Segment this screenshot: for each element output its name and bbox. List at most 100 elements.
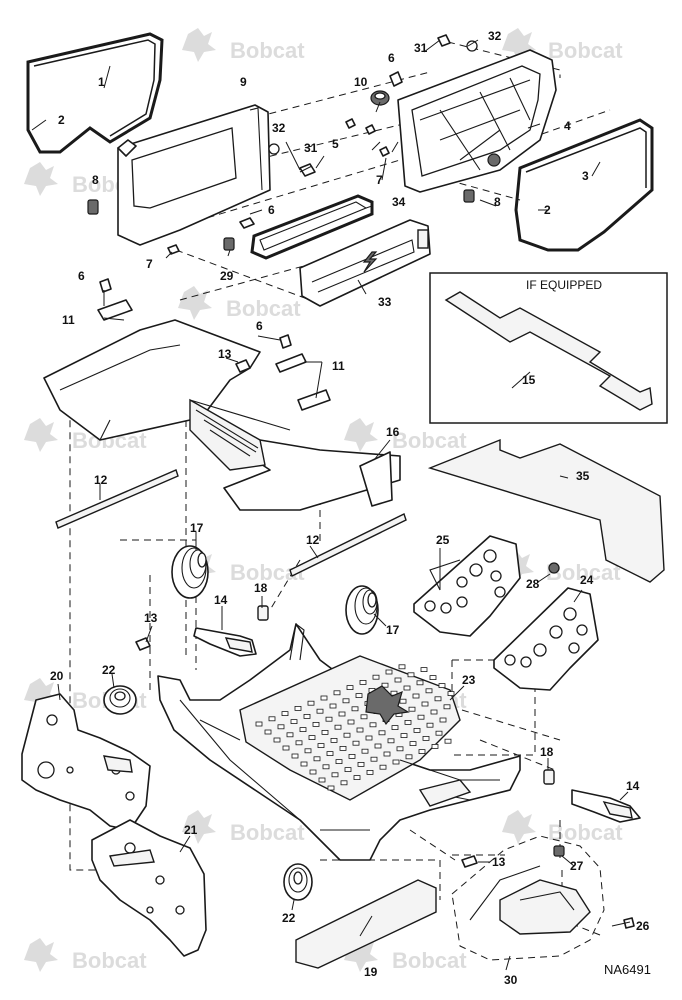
floor-grid-hole bbox=[396, 746, 404, 752]
part-8-clip-left bbox=[87, 199, 99, 215]
callout-26: 26 bbox=[636, 919, 650, 933]
floor-grid-hole bbox=[325, 716, 333, 722]
part-14-bracket-right bbox=[571, 789, 641, 823]
callout-17: 17 bbox=[190, 521, 204, 535]
floor-grid-hole bbox=[339, 746, 347, 751]
floor-grid-hole bbox=[443, 704, 451, 710]
floor-grid-hole bbox=[438, 683, 446, 688]
part-26-screw bbox=[623, 917, 635, 929]
floor-grid-hole bbox=[309, 769, 317, 775]
floor-grid-hole bbox=[366, 770, 374, 775]
floor-grid-hole bbox=[409, 741, 417, 746]
watermark-4: Bobcat bbox=[178, 286, 301, 321]
part-20-bracket bbox=[21, 693, 151, 831]
floor-grid-hole bbox=[321, 730, 329, 735]
floor-grid-hole bbox=[379, 764, 387, 770]
part-4-housing bbox=[397, 49, 557, 193]
callout-10: 10 bbox=[354, 75, 368, 89]
floor-grid-hole bbox=[255, 721, 263, 727]
part-3-seal bbox=[514, 118, 654, 252]
bobcat-logo-icon bbox=[502, 810, 536, 844]
floor-grid-hole bbox=[307, 700, 315, 706]
floor-grid-hole bbox=[431, 744, 439, 749]
callout-18: 18 bbox=[540, 745, 554, 759]
callout-20: 20 bbox=[50, 669, 64, 683]
callout-5: 5 bbox=[332, 137, 339, 151]
floor-grid-hole bbox=[416, 680, 424, 686]
callout-6: 6 bbox=[256, 319, 263, 333]
floor-grid-hole bbox=[385, 669, 393, 675]
floor-grid-hole bbox=[316, 708, 324, 714]
floor-grid-hole bbox=[394, 677, 402, 683]
watermark-text: Bobcat bbox=[548, 38, 623, 63]
floor-grid-hole bbox=[422, 736, 430, 741]
floor-grid-hole bbox=[313, 756, 321, 762]
floor-grid-hole bbox=[342, 698, 350, 704]
part-10-cap bbox=[370, 90, 390, 106]
floor-grid-hole bbox=[322, 764, 330, 770]
floor-grid-hole bbox=[392, 759, 400, 765]
floor-grid-hole bbox=[353, 775, 361, 780]
callout-13: 13 bbox=[218, 347, 232, 361]
floor-grid-hole bbox=[417, 714, 425, 720]
floor-grid-hole bbox=[335, 759, 343, 764]
floor-grid-hole bbox=[356, 727, 364, 733]
part-21-bracket bbox=[91, 819, 207, 957]
floor-grid-hole bbox=[418, 749, 426, 754]
callout-11: 11 bbox=[62, 313, 75, 327]
watermark-1: Bobcat bbox=[182, 28, 305, 63]
callout-16: 16 bbox=[386, 425, 400, 439]
floor-grid-hole bbox=[330, 738, 338, 743]
floor-grid-hole bbox=[405, 754, 413, 760]
callout-12: 12 bbox=[306, 533, 320, 547]
floor-grid-hole bbox=[348, 754, 356, 759]
floor-grid-hole bbox=[281, 711, 289, 716]
drawing-code: NA6491 bbox=[604, 962, 651, 977]
callout-7: 7 bbox=[376, 173, 383, 187]
floor-grid-hole bbox=[369, 722, 377, 728]
floor-grid-hole bbox=[299, 727, 307, 732]
callout-29: 29 bbox=[220, 269, 234, 283]
floor-grid-hole bbox=[400, 733, 408, 738]
bobcat-floor-logo-icon bbox=[365, 685, 410, 726]
floor-grid-hole bbox=[429, 675, 437, 680]
floor-grid-hole bbox=[365, 735, 373, 741]
callout-13: 13 bbox=[492, 855, 506, 869]
part-23-floor-base bbox=[157, 623, 521, 861]
part-11-bracket-left bbox=[97, 278, 133, 321]
callout-34: 34 bbox=[392, 195, 406, 209]
floor-grid-hole bbox=[340, 780, 348, 786]
watermark-2: Bobcat bbox=[502, 28, 623, 63]
watermark-text: Bobcat bbox=[392, 428, 467, 453]
part-16-shelf bbox=[43, 319, 401, 511]
callout-35: 35 bbox=[576, 469, 590, 483]
floor-grid-hole bbox=[408, 706, 416, 712]
floor-grid-hole bbox=[303, 714, 311, 719]
fasteners-upper-right bbox=[345, 34, 478, 203]
floor-grid-hole bbox=[295, 740, 303, 746]
part-19-mat bbox=[295, 879, 437, 969]
part-13-bolts bbox=[135, 637, 478, 868]
callout-2: 2 bbox=[544, 203, 551, 217]
part-11-brackets-right bbox=[235, 334, 331, 411]
callout-21: 21 bbox=[184, 823, 198, 837]
callout-6: 6 bbox=[268, 203, 275, 217]
floor-grid-hole bbox=[273, 737, 281, 743]
floor-grid-hole bbox=[329, 703, 337, 709]
floor-grid-hole bbox=[355, 693, 363, 698]
floor-grid-hole bbox=[426, 722, 434, 728]
callout-2: 2 bbox=[58, 113, 65, 127]
floor-grid-hole bbox=[290, 719, 298, 724]
leader-lines bbox=[31, 39, 631, 971]
floor-grid-hole bbox=[320, 695, 328, 701]
floor-grid-hole bbox=[412, 693, 420, 699]
callout-25: 25 bbox=[436, 533, 450, 547]
floor-grid-hole bbox=[312, 722, 320, 727]
watermark-text: Bobcat bbox=[230, 820, 305, 845]
floor-grid-hole bbox=[374, 743, 382, 749]
floor-grid-hole bbox=[300, 761, 308, 767]
floor-grid-hole bbox=[378, 730, 386, 736]
lightning-bolt-icon bbox=[362, 251, 378, 273]
callout-14: 14 bbox=[626, 779, 640, 793]
part-35-plate bbox=[427, 438, 665, 583]
